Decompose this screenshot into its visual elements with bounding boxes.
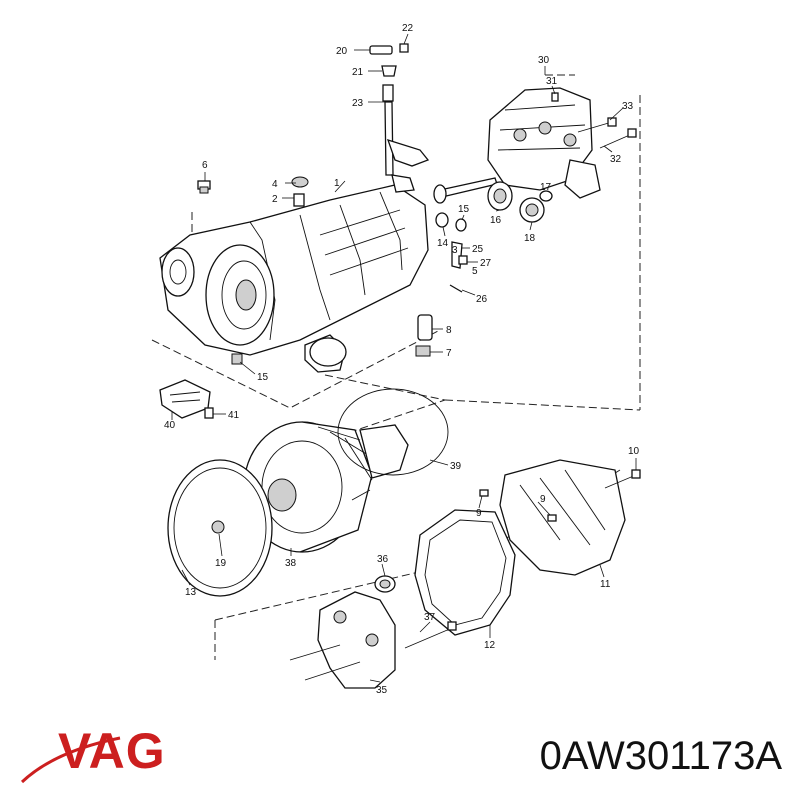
callout-1: 1	[334, 178, 340, 189]
callout-21: 21	[352, 67, 364, 78]
pin-and-plug	[415, 314, 433, 357]
callout-2: 2	[272, 194, 278, 205]
callout-labels: 1 2 3 4 5 6 7 8 9 10 11 12 13 14 15 15 1…	[164, 23, 640, 696]
callout-30: 30	[538, 55, 550, 66]
callout-36: 36	[377, 554, 389, 565]
callout-9b: 9	[540, 494, 546, 505]
callout-18: 18	[524, 233, 536, 244]
transmission-housing	[159, 184, 429, 373]
callout-7: 7	[446, 348, 452, 359]
callout-17: 17	[540, 182, 552, 193]
oil-pump	[289, 575, 457, 689]
callout-38: 38	[285, 558, 297, 569]
callout-5: 5	[472, 266, 478, 277]
sensors	[435, 212, 468, 293]
callout-41: 41	[228, 410, 240, 421]
callout-22: 22	[402, 23, 414, 34]
callout-25: 25	[472, 244, 484, 255]
callout-8: 8	[446, 325, 452, 336]
callout-14: 14	[437, 238, 449, 249]
callout-33: 33	[622, 101, 634, 112]
callout-4: 4	[272, 179, 278, 190]
vag-logo: VAG	[20, 723, 166, 784]
selector-shaft	[369, 43, 430, 193]
callout-32: 32	[610, 154, 622, 165]
valve-body	[487, 87, 601, 199]
callout-20: 20	[336, 46, 348, 57]
oil-strainer	[159, 353, 243, 419]
callout-15b: 15	[257, 372, 269, 383]
callout-39: 39	[450, 461, 462, 472]
part-number: 0AW301173A	[539, 734, 782, 778]
callout-16: 16	[490, 215, 502, 226]
callout-6: 6	[202, 160, 208, 171]
callout-31: 31	[546, 76, 558, 87]
callout-40: 40	[164, 420, 176, 431]
callout-37: 37	[424, 612, 436, 623]
callout-9: 9	[476, 508, 482, 519]
callout-19: 19	[215, 558, 227, 569]
bell-housing	[414, 459, 641, 636]
brand-logo-text: VAG	[58, 723, 166, 779]
callout-15: 15	[458, 204, 470, 215]
torque-converter	[167, 421, 409, 597]
callout-11: 11	[600, 579, 611, 590]
callout-12: 12	[484, 640, 496, 651]
housing-plugs	[197, 176, 309, 207]
callout-26: 26	[476, 294, 488, 305]
logo-swoosh	[20, 736, 121, 784]
o-ring-39	[337, 388, 449, 476]
callout-35: 35	[376, 685, 388, 696]
callout-3: 3	[452, 245, 458, 256]
callout-23: 23	[352, 98, 364, 109]
callout-10: 10	[628, 446, 640, 457]
leader-lines	[171, 33, 637, 683]
callout-13: 13	[185, 587, 197, 598]
output-shaft	[433, 177, 553, 223]
callout-27: 27	[480, 258, 492, 269]
